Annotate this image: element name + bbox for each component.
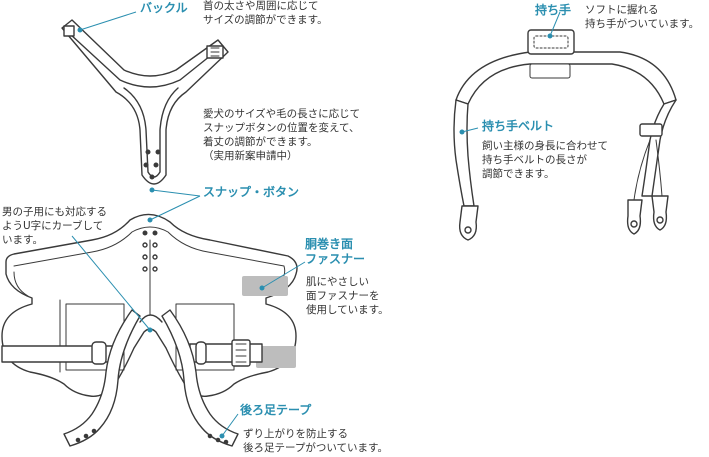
handle-assembly bbox=[453, 29, 677, 241]
snap-hole bbox=[152, 254, 158, 260]
buckle-left bbox=[63, 25, 75, 37]
snap-button-label: スナップ・ボタン bbox=[203, 185, 300, 199]
hind-tape-description: ずり上がりを防止する 後ろ足テープがついています。 bbox=[243, 428, 389, 454]
tape-hole bbox=[83, 433, 89, 439]
chest-piece bbox=[61, 19, 229, 185]
snap-hole bbox=[145, 149, 151, 155]
handle-description: ソフトに握れる 持ち手がついています。 bbox=[585, 4, 700, 30]
snap-hole bbox=[142, 230, 148, 236]
fastener-label-line1: 胴巻き面 bbox=[305, 237, 354, 251]
clip-right-1 bbox=[626, 199, 643, 235]
body-piece bbox=[1, 213, 298, 397]
hind-tapes bbox=[63, 309, 239, 447]
handle-label: 持ち手 bbox=[535, 3, 572, 17]
snap-hole bbox=[152, 242, 158, 248]
snap-hole bbox=[152, 230, 158, 236]
snap-hole bbox=[155, 149, 161, 155]
snap-hole bbox=[149, 174, 155, 180]
fastener-label-line2: ファスナー bbox=[305, 252, 366, 266]
buckle-description: 首の太さや周囲に応じて サイズの調節ができます。 bbox=[203, 0, 328, 26]
clip-right-2 bbox=[651, 195, 669, 231]
tape-hole bbox=[215, 437, 221, 443]
strap-buckle-left bbox=[91, 341, 107, 365]
snap-hole bbox=[142, 254, 148, 260]
fastener-pad-bottom bbox=[256, 346, 296, 368]
snap-hole bbox=[153, 162, 159, 168]
handle-belt-description: 飼い主様の身長に合わせて 持ち手ベルトの長さが 調節できます。 bbox=[482, 140, 608, 180]
tape-hole bbox=[75, 437, 81, 443]
buckle-label: バックル bbox=[140, 1, 188, 15]
hind-tape-label: 後ろ足テープ bbox=[240, 403, 312, 417]
tape-hole bbox=[223, 439, 229, 445]
snap-hole bbox=[142, 266, 148, 272]
snap-description: 愛犬のサイズや毛の長さに応じて スナップボタンの位置を変えて、 着丈の調節ができ… bbox=[203, 108, 361, 162]
snap-hole bbox=[142, 242, 148, 248]
strap-buckle-right bbox=[231, 339, 251, 367]
snap-hole bbox=[143, 162, 149, 168]
male-description: 男の子用にも対応する ようU字にカーブして います。 bbox=[2, 206, 107, 246]
fastener-description: 肌にやさしい 面ファスナーを 使用しています。 bbox=[306, 276, 389, 316]
snap-hole bbox=[152, 266, 158, 272]
tape-hole bbox=[207, 433, 213, 439]
tape-hole bbox=[91, 428, 97, 434]
clip-left bbox=[458, 205, 479, 241]
handle-belt-label: 持ち手ベルト bbox=[482, 119, 555, 133]
